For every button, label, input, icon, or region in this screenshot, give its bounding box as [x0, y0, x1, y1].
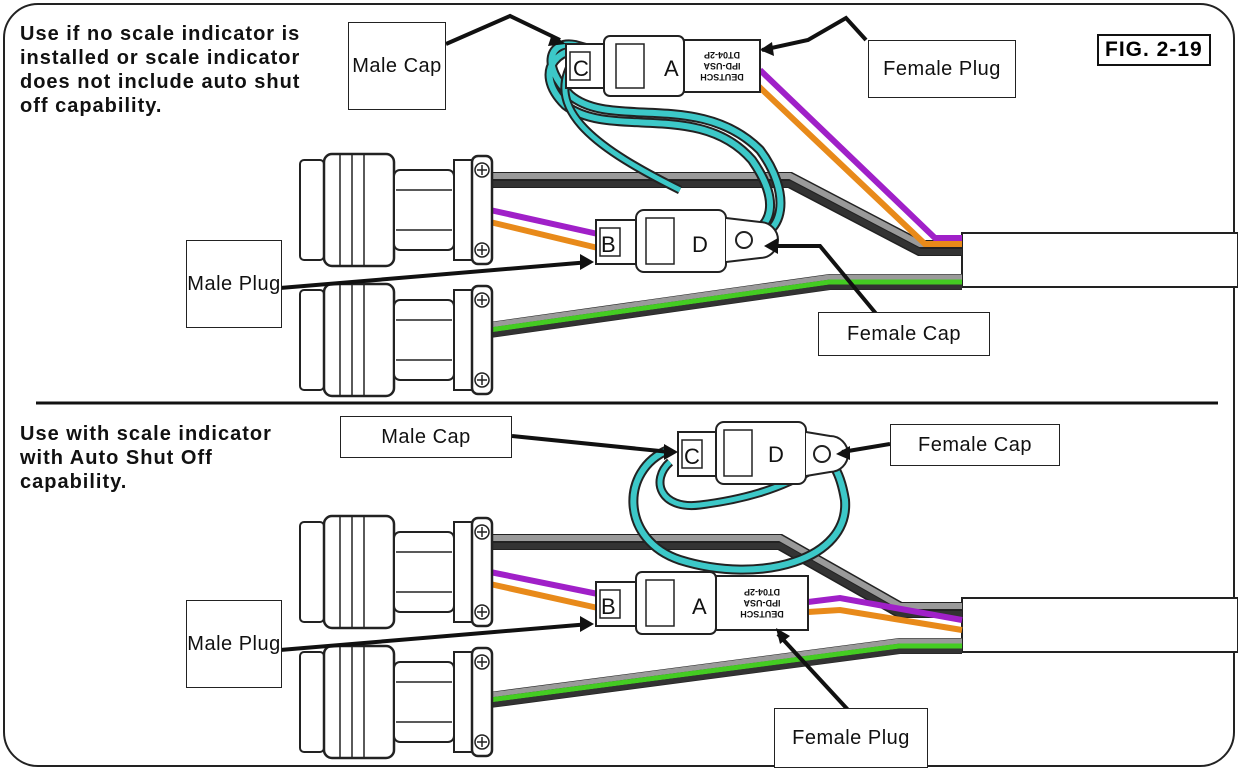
wire-orange-female-bottom [807, 606, 963, 633]
callout-male-plug-bottom: Male Plug [186, 600, 282, 688]
print-line-1-bottom: DEUTSCH [740, 609, 784, 619]
letter-b-bottom: B [601, 594, 616, 619]
callout-female-cap-bottom: Female Cap [890, 424, 1060, 466]
callout-female-plug-top: Female Plug [868, 40, 1016, 98]
print-line-3-top: DT04-2P [704, 50, 740, 60]
letter-a-top: A [664, 56, 679, 81]
print-line-2-top: IPD-USA [703, 61, 741, 71]
wire-orange-bottom [489, 581, 599, 611]
male-plug-connector-bottom: B [595, 581, 641, 627]
callout-male-cap-bottom: Male Cap [340, 416, 512, 458]
letter-d-bottom: D [768, 442, 784, 467]
round-connector-2-top [298, 282, 494, 398]
letter-c-bottom: C [684, 444, 700, 469]
wire-purple-female-top [757, 67, 962, 241]
wire-orange-female-top [749, 77, 962, 247]
cable-jacket-top [961, 232, 1238, 288]
arrowheads-bottom [580, 444, 850, 644]
callout-female-plug-bottom: Female Plug [774, 708, 928, 768]
letter-d-top: D [692, 232, 708, 257]
round-connector-1-bottom [298, 514, 494, 630]
wire-purple-top [489, 207, 599, 237]
cable-jacket-bottom [961, 597, 1238, 653]
letter-c-top: C [573, 56, 589, 81]
round-connector-1-top [298, 152, 494, 268]
wire-purple-female-bottom [807, 594, 963, 623]
leader-lines-top [279, 13, 880, 318]
callout-male-plug-top: Male Plug [186, 240, 282, 328]
top-note: Use if no scale indicator is installed o… [20, 23, 301, 117]
wire-orange-top [489, 219, 599, 251]
wire-purple-bottom [489, 569, 599, 597]
figure-label: FIG. 2-19 [1097, 34, 1211, 66]
letter-a-bottom: A [692, 594, 707, 619]
arrowheads-top [548, 34, 778, 270]
female-plug-connector-bottom: A DEUTSCH IPD-USA DT04-2P [635, 571, 809, 635]
male-cap-connector-bottom: C [677, 431, 723, 477]
print-line-3-bottom: DT04-2P [744, 587, 780, 597]
print-line-2-bottom: IPD-USA [743, 598, 781, 608]
female-cap-connector-top: D [635, 209, 779, 273]
bottom-note: Use with scale indicator with Auto Shut … [20, 423, 272, 493]
female-plug-connector-top: A DEUTSCH IPD-USA DT04-2P [603, 35, 761, 97]
callout-female-cap-top: Female Cap [818, 312, 990, 356]
letter-b-top: B [601, 232, 616, 257]
print-line-1-top: DEUTSCH [700, 72, 744, 82]
lower-bundle-top [488, 274, 962, 338]
lower-bundle-bottom [488, 638, 962, 708]
male-plug-connector-top: B [595, 219, 641, 265]
leader-lines-bottom [279, 434, 891, 714]
figure-frame [3, 3, 1235, 767]
female-cap-connector-bottom: D [715, 421, 849, 485]
round-connector-2-bottom [298, 644, 494, 760]
male-cap-connector-top: C [565, 43, 611, 89]
callout-male-cap-top: Male Cap [348, 22, 446, 110]
